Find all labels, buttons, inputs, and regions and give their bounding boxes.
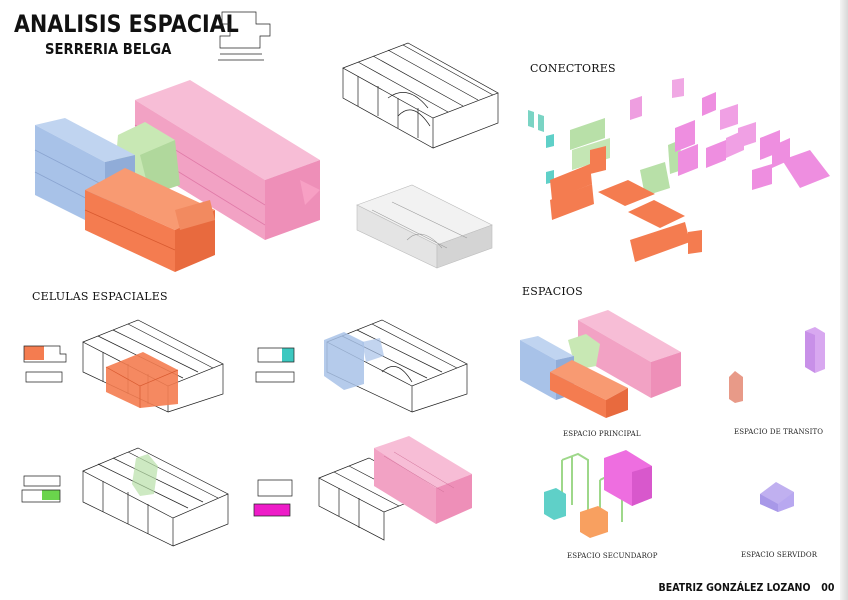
- page-title: ANALISIS ESPACIAL: [14, 10, 239, 38]
- page-subtitle: SERRERIA BELGA: [45, 40, 172, 58]
- section-title-espacios: ESPACIOS: [522, 285, 583, 298]
- caption-espacio-transito: ESPACIO DE TRANSITO: [734, 428, 824, 436]
- plan-icon-magenta: [253, 479, 293, 517]
- cell-axonometric-pink: [318, 436, 472, 541]
- espacio-principal-massing: [520, 310, 681, 418]
- plan-icon-cyan: [255, 347, 295, 383]
- caption-espacio-principal: ESPACIO PRINCIPAL: [563, 430, 641, 438]
- main-massing-axonometric: [34, 80, 320, 272]
- cell-axonometric-green: [82, 447, 229, 547]
- section-title-conectores: CONECTORES: [530, 62, 616, 75]
- cell-axonometric-blue: [324, 319, 468, 413]
- page-number: 00: [820, 582, 834, 594]
- plan-icon-green: [21, 475, 61, 503]
- espacio-servidor-massing: [760, 482, 794, 512]
- author-name: BEATRIZ GONZÁLEZ LOZANO: [658, 582, 811, 594]
- espacio-transito-massing: [729, 327, 825, 403]
- connectors-exploded-diagram: [528, 78, 830, 262]
- espacio-secundario-massing: [544, 450, 652, 538]
- plan-icon-orange: [23, 345, 67, 383]
- caption-espacio-servidor: ESPACIO SERVIDOR: [741, 551, 818, 559]
- cell-axonometric-orange: [82, 319, 224, 413]
- page-edge-shadow: [840, 0, 848, 600]
- author-footer: BEATRIZ GONZÁLEZ LOZANO 00: [647, 582, 834, 594]
- caption-espacio-secundario: ESPACIO SECUNDAROP: [567, 552, 658, 560]
- axonometric-solid-gray: [356, 184, 493, 269]
- plan-diagram-icon: [218, 11, 271, 61]
- section-title-celulas: CELULAS ESPACIALES: [32, 290, 168, 303]
- axonometric-wireframe-icon: [342, 42, 499, 149]
